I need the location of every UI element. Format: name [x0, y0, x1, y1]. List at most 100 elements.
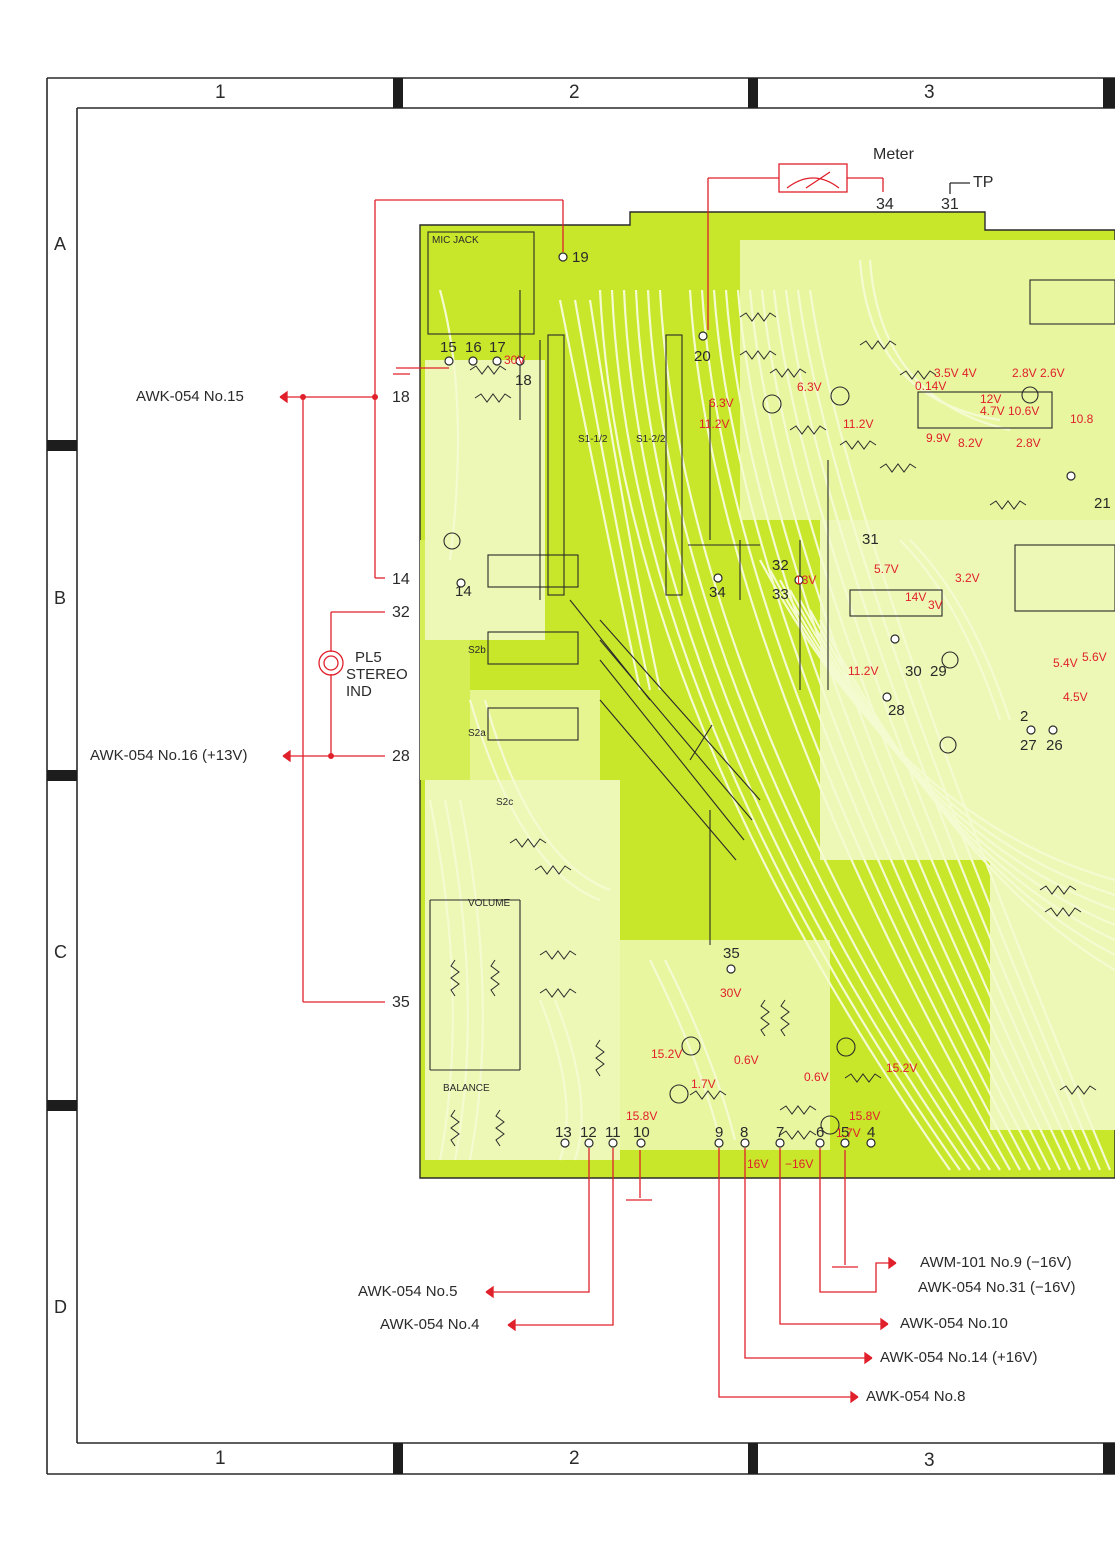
left-pin-28: 28 — [392, 748, 410, 765]
board-pin-31: 31 — [862, 531, 879, 548]
voltage-label: 15.8V — [626, 1109, 658, 1123]
board-pin-16: 16 — [465, 339, 482, 356]
left-wiring — [279, 199, 564, 1003]
board-pin-28: 28 — [888, 702, 905, 719]
voltage-label: 30V — [504, 353, 526, 367]
bottom-conn-awk054-14: AWK-054 No.14 (+16V) — [880, 1349, 1038, 1366]
grid-column-3-top: 3 — [924, 82, 935, 103]
connection-dots — [300, 394, 378, 759]
grid-row-b: B — [54, 588, 67, 608]
meter-label: Meter — [873, 146, 914, 163]
label-balance: BALANCE — [443, 1083, 490, 1094]
voltage-label: 4.7V — [980, 404, 1005, 418]
board-pin-7: 7 — [776, 1124, 785, 1141]
left-pin-18: 18 — [392, 389, 410, 406]
voltage-label: 1.7V — [836, 1126, 861, 1140]
voltage-label: 4.5V — [1063, 690, 1088, 704]
board-pin-33: 33 — [772, 586, 789, 603]
grid-column-1-bottom: 1 — [215, 1448, 226, 1469]
label-mic-jack: MIC JACK — [432, 235, 479, 246]
meter — [707, 163, 884, 330]
left-pin-32: 32 — [392, 604, 410, 621]
lamp-pl5: PL5 — [355, 649, 382, 666]
board-pin-18: 18 — [515, 372, 532, 389]
grid-column-3-bottom: 3 — [924, 1450, 935, 1471]
label-volume: VOLUME — [468, 898, 511, 909]
label-s2a: S2a — [468, 728, 486, 739]
tp-label: TP — [973, 174, 994, 191]
voltage-label: 2.6V — [1040, 366, 1065, 380]
voltage-label: 0.14V — [915, 379, 947, 393]
board-pin-4: 4 — [867, 1124, 876, 1141]
board-pin-27: 27 — [1020, 737, 1037, 754]
board-pin-11: 11 — [605, 1124, 621, 1141]
bottom-conn-awk054-8: AWK-054 No.8 — [866, 1388, 966, 1405]
left-pin-14: 14 — [392, 571, 410, 588]
board-pin-29: 29 — [930, 663, 947, 680]
ground-symbols — [393, 367, 858, 1268]
board-pin-10: 10 — [633, 1124, 650, 1141]
voltage-label: 15.8V — [849, 1109, 881, 1123]
left-pin-35: 35 — [392, 994, 410, 1011]
grid-column-2-top: 2 — [569, 82, 580, 103]
voltage-label: 8.2V — [958, 436, 983, 450]
zone-ticks — [47, 78, 1115, 1474]
label-s2c: S2c — [496, 797, 514, 808]
board-pin-13: 13 — [555, 1124, 572, 1141]
voltage-label: 3V — [928, 598, 943, 612]
board-pin-19: 19 — [572, 249, 589, 266]
voltage-label: −16V — [785, 1157, 814, 1171]
bottom-conn-awk054-5: AWK-054 No.5 — [358, 1283, 458, 1300]
left-conn-awk054-16: AWK-054 No.16 (+13V) — [90, 747, 248, 764]
board-pin-2: 2 — [1020, 708, 1029, 725]
board-pin-26: 26 — [1046, 737, 1063, 754]
pcb-board — [419, 211, 1115, 1179]
voltage-label: 0.6V — [804, 1070, 829, 1084]
grid-column-1-top: 1 — [215, 82, 226, 103]
voltage-label: 1.7V — [691, 1077, 716, 1091]
voltage-label: 15.2V — [651, 1047, 683, 1061]
voltage-label: 2.8V — [1016, 436, 1041, 450]
voltage-label: 6.3V — [709, 396, 734, 410]
bottom-conn-awk054-10: AWK-054 No.10 — [900, 1315, 1008, 1332]
board-pin-17: 17 — [489, 339, 506, 356]
board-pin-20: 20 — [694, 348, 711, 365]
board-pin-30: 30 — [905, 663, 922, 680]
board-pin-8: 8 — [740, 1124, 749, 1141]
bottom-conn-awk054-31: AWK-054 No.31 (−16V) — [918, 1279, 1076, 1296]
board-pin-14: 14 — [455, 583, 472, 600]
bottom-conn-awk054-4: AWK-054 No.4 — [380, 1316, 480, 1333]
voltage-label: 30V — [720, 986, 742, 1000]
voltage-label: 10.6V — [1008, 404, 1040, 418]
board-pin-21: 21 — [1094, 495, 1111, 512]
voltage-label: 13V — [795, 573, 817, 587]
voltage-label: 16V — [747, 1157, 769, 1171]
voltage-label: 0.6V — [734, 1053, 759, 1067]
board-pin-6: 6 — [816, 1124, 825, 1141]
voltage-label: 5.7V — [874, 562, 899, 576]
grid-column-2-bottom: 2 — [569, 1448, 580, 1469]
voltage-label: 2.8V — [1012, 366, 1037, 380]
label-s1-two: S1-2/2 — [636, 434, 666, 445]
board-pin-32: 32 — [772, 557, 789, 574]
voltage-label: 11.2V — [699, 417, 730, 431]
grid-row-c: C — [54, 942, 67, 962]
bottom-conn-awm101-9: AWM-101 No.9 (−16V) — [920, 1254, 1072, 1271]
tp-pin: 31 — [941, 196, 959, 213]
test-point — [949, 182, 970, 194]
label-s1-half: S1-1/2 — [578, 434, 608, 445]
board-pin-9: 9 — [715, 1124, 724, 1141]
board-pin-35: 35 — [723, 945, 740, 962]
voltage-label: 9.9V — [926, 431, 951, 445]
board-pin-34: 34 — [709, 584, 726, 601]
lamp-ind: IND — [346, 683, 372, 700]
grid-row-a: A — [54, 234, 67, 254]
voltage-label: 4V — [962, 366, 977, 380]
board-pin-15: 15 — [440, 339, 457, 356]
board-pin-12: 12 — [580, 1124, 597, 1141]
meter-pin: 34 — [876, 196, 894, 213]
voltage-label: 10.8 — [1070, 412, 1094, 426]
voltage-label: 11.2V — [843, 417, 874, 431]
voltage-label: 5.4V — [1053, 656, 1078, 670]
